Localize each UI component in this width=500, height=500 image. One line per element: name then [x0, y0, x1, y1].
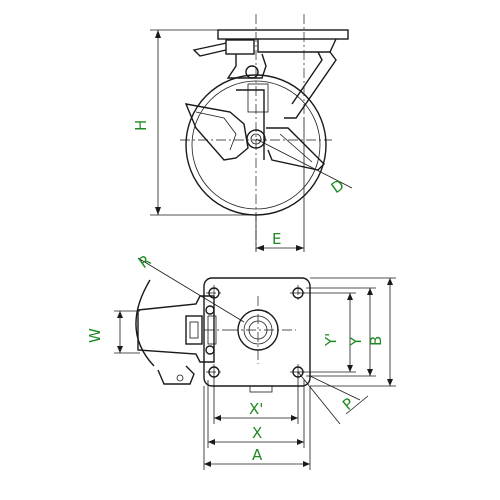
fork-leg-inner	[291, 51, 323, 105]
plate-tab	[249, 385, 273, 393]
brake-pin-top	[205, 305, 215, 315]
label-e: E	[272, 230, 281, 248]
brake-body	[137, 295, 215, 363]
top-view: R W Y' Y B P	[86, 251, 396, 470]
p-leader-tail	[345, 395, 369, 415]
brake-shoe-left-inner	[195, 111, 237, 151]
r-leader	[137, 257, 245, 323]
p-leader-b	[309, 375, 361, 401]
brake-pedal-foot	[157, 365, 195, 385]
e-arrow-left	[256, 245, 264, 251]
top-plate	[217, 29, 349, 40]
brake-rod	[236, 89, 265, 160]
label-x-prime: X'	[249, 400, 263, 418]
e-arrow-right	[296, 245, 304, 251]
brake-pedal-block	[225, 39, 255, 55]
fork-leg	[284, 51, 337, 119]
brake-link	[226, 53, 267, 79]
label-y-prime: Y'	[322, 333, 340, 347]
side-view: H D E	[132, 14, 353, 252]
brake-shoe-right	[266, 127, 325, 171]
swivel-head	[257, 38, 337, 53]
brake-block	[185, 315, 203, 345]
label-h: H	[132, 120, 150, 131]
p-leader-a	[297, 371, 341, 425]
brake-arm	[247, 83, 269, 113]
brake-shoe-right-inner	[279, 133, 313, 163]
label-a: A	[252, 446, 263, 464]
label-b: B	[367, 336, 385, 346]
pedal-hole	[176, 374, 184, 382]
label-x: X	[252, 424, 262, 442]
h-arrow-bottom	[155, 207, 161, 215]
label-y: Y	[347, 336, 365, 347]
brake-pin-bottom	[205, 345, 215, 355]
h-arrow-top	[155, 30, 161, 38]
brake-shoe-left	[184, 103, 249, 161]
label-w: W	[86, 328, 104, 343]
swing-arc	[135, 279, 155, 367]
label-r: R	[135, 251, 154, 272]
brake-pivot	[245, 65, 259, 79]
brake-slot	[189, 321, 199, 339]
label-d: D	[328, 176, 348, 197]
